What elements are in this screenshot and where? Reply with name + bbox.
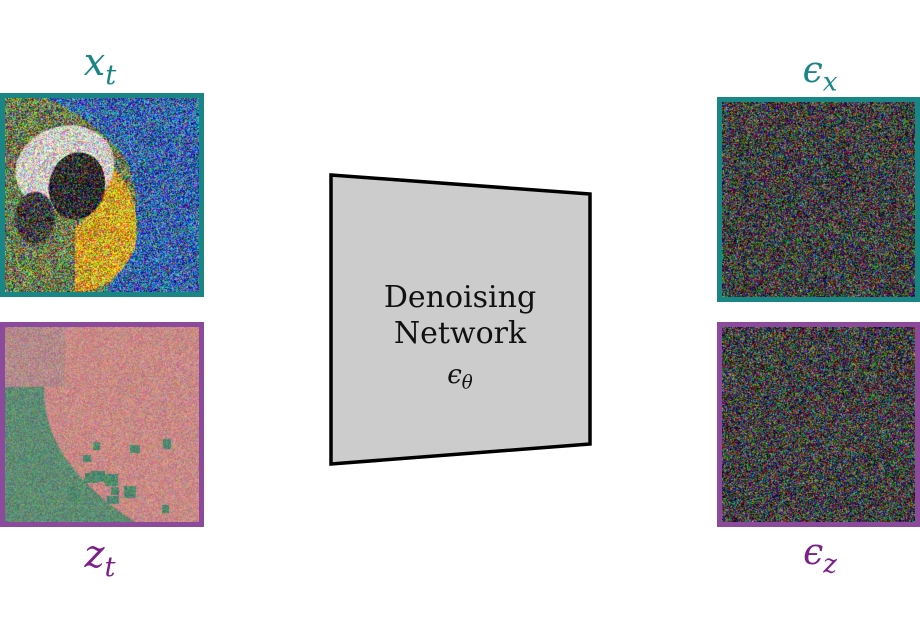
noisy-parrot-canvas: [5, 98, 199, 292]
noise-x-canvas: [722, 102, 915, 297]
noise-image-epsilon-z: [717, 322, 920, 527]
z-t-label: zt: [84, 532, 116, 583]
network-title-line2: Network: [393, 316, 527, 351]
noisy-parrot-image-x-t: [0, 93, 204, 297]
noise-image-epsilon-x: [717, 97, 920, 302]
noise-z-canvas: [722, 327, 915, 522]
network-title: Denoising Network: [330, 280, 590, 352]
noisy-latent-canvas: [5, 327, 199, 522]
network-title-line1: Denoising: [383, 280, 537, 315]
epsilon-x-label: ϵx: [802, 50, 838, 98]
denoising-network-block: [329, 173, 592, 466]
epsilon-z-label: ϵz: [803, 532, 837, 580]
noisy-latent-image-z-t: [0, 322, 204, 527]
network-trapezoid: [329, 173, 592, 466]
network-symbol: ϵθ: [447, 360, 473, 394]
x-t-label: xt: [83, 40, 117, 91]
